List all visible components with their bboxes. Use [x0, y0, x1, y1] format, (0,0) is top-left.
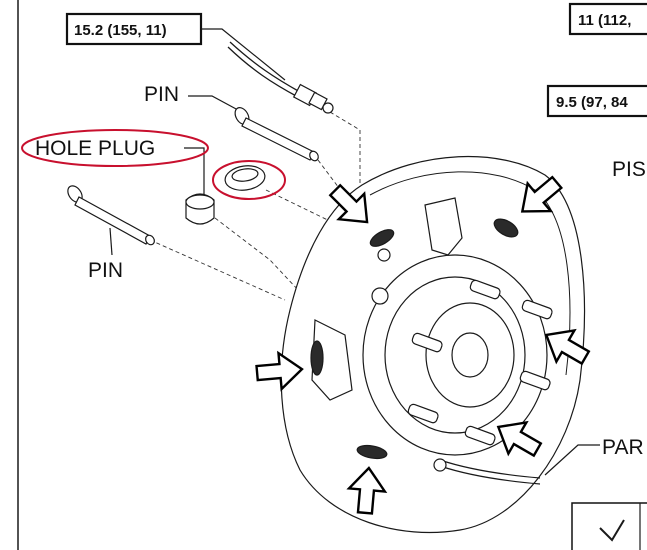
- parking-brake-cable: [433, 458, 541, 485]
- leader-lines: [109, 28, 600, 476]
- torque-label-mid-right: 9.5 (97, 84: [556, 94, 628, 111]
- torque-label-top-right: 11 (112,: [578, 12, 631, 29]
- torque-box-top-right: 11 (112,: [568, 2, 647, 36]
- arrow-right-middle: [544, 328, 591, 366]
- label-pin-lower: PIN: [88, 259, 123, 282]
- boot-cap-part: [185, 193, 215, 225]
- inspection-slots: [310, 218, 519, 460]
- label-pin-upper: PIN: [144, 83, 179, 106]
- arrow-left-middle: [255, 350, 304, 392]
- arrow-upper-left: [328, 183, 369, 224]
- label-part-partial: PAR: [602, 436, 644, 459]
- hole-plug-part-highlight: [212, 160, 286, 200]
- hole-plug-part: [224, 165, 266, 191]
- pin-upper: [234, 107, 319, 162]
- torque-box-mid-right: 9.5 (97, 84: [546, 84, 647, 118]
- label-hole-plug: HOLE PLUG: [35, 137, 155, 160]
- pointer-arrows: [255, 175, 591, 515]
- pin-lower: [67, 185, 155, 246]
- torque-box-brake-line: 15.2 (155, 11): [65, 12, 203, 46]
- hole-plug-label-highlight: [21, 129, 209, 167]
- corner-symbol-box: [571, 502, 647, 550]
- wheel-studs: [407, 279, 553, 446]
- torque-label-brake-line: 15.2 (155, 11): [74, 22, 167, 39]
- brake-line-fitting: [227, 41, 334, 114]
- arrow-upper-right: [520, 175, 564, 213]
- hub-assembly: [362, 248, 548, 456]
- arrow-bottom: [346, 466, 388, 515]
- label-piston-partial: PIS: [612, 158, 646, 181]
- arrow-lower-right: [496, 420, 543, 458]
